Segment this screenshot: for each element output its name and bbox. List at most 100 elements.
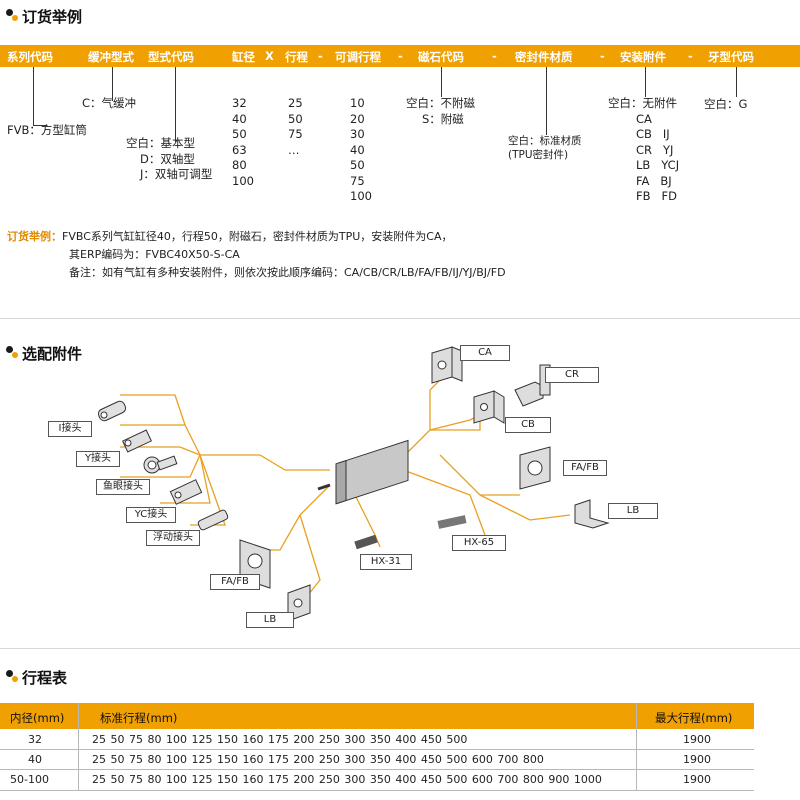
label-y-joint: Y接头 (76, 451, 120, 467)
label-hx65: HX-65 (452, 535, 506, 551)
label-ca: CA (460, 345, 510, 361)
adj-stroke-values: 10 20 30 40 50 75 100 (350, 96, 372, 205)
connector-line (175, 67, 176, 142)
label-hx31: HX-31 (360, 554, 412, 570)
label-i-joint: I接头 (48, 421, 92, 437)
type-values: 空白：基本型 D：双轴型 J：双轴可调型 (126, 136, 212, 183)
seal-values: 空白：标准材质 (TPU密封件) (508, 134, 582, 162)
row-bore: 40 (28, 753, 42, 766)
row-bore: 50-100 (10, 773, 49, 786)
row-separator (0, 749, 754, 750)
connector-line (736, 67, 737, 97)
adj-value: 75 (350, 173, 365, 188)
hdr-type: 型式代码 (148, 50, 194, 64)
row-separator (0, 769, 754, 770)
example-remark: 备注：如有气缸有多种安装附件，则依次按此顺序编码：CA/CB/CR/LB/FA/… (69, 266, 506, 279)
label-lb-right: LB (608, 503, 658, 519)
row-strokes: 25 50 75 80 100 125 150 160 175 200 250 … (92, 733, 468, 746)
magnet-value: S：附磁 (422, 111, 464, 126)
cylinder-body-icon (317, 439, 409, 505)
bullet-accent-icon (12, 352, 18, 358)
label-cr: CR (545, 367, 599, 383)
col-header-bore: 内径(mm) (10, 711, 65, 725)
mount-value: LB YCJ (636, 158, 680, 172)
bore-value: 50 (232, 127, 247, 141)
row-strokes: 25 50 75 80 100 125 150 160 175 200 250 … (92, 773, 602, 786)
stroke-value: 50 (288, 111, 303, 126)
column-separator (636, 703, 637, 791)
bore-value: 100 (232, 173, 254, 188)
hdr-seal: 密封件材质 (515, 50, 573, 64)
hdr-thread: 牙型代码 (708, 50, 754, 64)
section-divider (0, 318, 800, 319)
bore-values: 32 40 50 63 80 100 (232, 96, 254, 189)
connector-line (645, 67, 646, 97)
hdr-bore: 缸径 (232, 50, 255, 64)
row-strokes: 25 50 75 80 100 125 150 160 175 200 250 … (92, 753, 544, 766)
connector-line (33, 67, 34, 125)
col-header-max-stroke: 最大行程(mm) (655, 711, 733, 725)
label-yc-joint: YC接头 (126, 507, 176, 523)
table-row: 32 25 50 75 80 100 125 150 160 175 200 2… (0, 730, 754, 749)
stroke-table-header (0, 703, 754, 729)
mount-values: 空白：无附件 CA CB IJ CR YJ LB YCJ FA BJ FB FD (608, 96, 679, 205)
mount-value: FB FD (636, 189, 677, 203)
row-max: 1900 (683, 733, 711, 746)
bore-value: 32 (232, 96, 247, 110)
stroke-value: 25 (288, 96, 303, 110)
mount-ca-icon (431, 346, 463, 384)
adj-value: 30 (350, 127, 365, 141)
stroke-value: … (288, 142, 300, 157)
hdr-mount: 安装附件 (620, 50, 666, 64)
floating-joint-icon (197, 509, 229, 531)
accessories-section-title: 选配附件 (6, 343, 206, 363)
label-fafb-right: FA/FB (563, 460, 607, 476)
hdr-x: X (265, 49, 274, 63)
table-row: 40 25 50 75 80 100 125 150 160 175 200 2… (0, 750, 754, 769)
y-joint-icon (122, 429, 152, 453)
mount-value: CB IJ (636, 127, 670, 141)
cushion-value: C：气缓冲 (82, 96, 137, 110)
adj-value: 100 (350, 189, 372, 203)
fisheye-joint-icon (143, 455, 178, 474)
example-erp-code: 其ERP编码为：FVBC40X50-S-CA (69, 248, 240, 261)
connector-line (546, 67, 547, 135)
example-line: FVBC系列气缸缸径40，行程50，附磁石，密封件材质为TPU，安装附件为CA， (62, 230, 453, 243)
bore-value: 40 (232, 111, 247, 126)
stroke-values: 25 50 75 … (288, 96, 303, 158)
magnet-value: 空白：不附磁 (406, 96, 475, 110)
hdr-dash: - (318, 49, 323, 63)
bullet-icon (6, 9, 13, 16)
label-fafb-left: FA/FB (210, 574, 260, 590)
mount-fafb-icon (519, 446, 551, 490)
hdr-dash: - (492, 49, 497, 63)
label-fisheye: 鱼眼接头 (96, 479, 150, 495)
series-value: FVB：方型缸筒 (7, 123, 87, 137)
adj-value: 40 (350, 142, 365, 157)
connector-line (112, 67, 113, 101)
mount-value: FA BJ (636, 173, 672, 188)
mount-value: CA (636, 111, 652, 126)
hx31-icon (354, 534, 378, 550)
col-header-standard-stroke: 标准行程(mm) (100, 711, 178, 725)
hdr-dash: - (600, 49, 605, 63)
type-value: 空白：基本型 (126, 136, 195, 150)
bore-value: 80 (232, 158, 247, 172)
hx65-icon (437, 515, 467, 529)
connector-line (33, 125, 47, 126)
stroke-value: 75 (288, 127, 303, 141)
order-example-note: 订货举例：FVBC系列气缸缸径40，行程50，附磁石，密封件材质为TPU，安装附… (7, 228, 506, 282)
row-bore: 32 (28, 733, 42, 746)
bullet-accent-icon (12, 676, 18, 682)
label-cb: CB (505, 417, 551, 433)
i-joint-icon (97, 400, 127, 422)
table-row: 50-100 25 50 75 80 100 125 150 160 175 2… (0, 770, 754, 789)
seal-value: (TPU密封件) (508, 149, 569, 161)
yc-joint-icon (169, 479, 203, 505)
type-value: J：双轴可调型 (140, 167, 213, 181)
row-max: 1900 (683, 773, 711, 786)
hdr-dash: - (688, 49, 693, 63)
connector-line (441, 67, 442, 97)
hdr-cushion: 缓冲型式 (88, 50, 134, 64)
column-separator (78, 703, 79, 791)
